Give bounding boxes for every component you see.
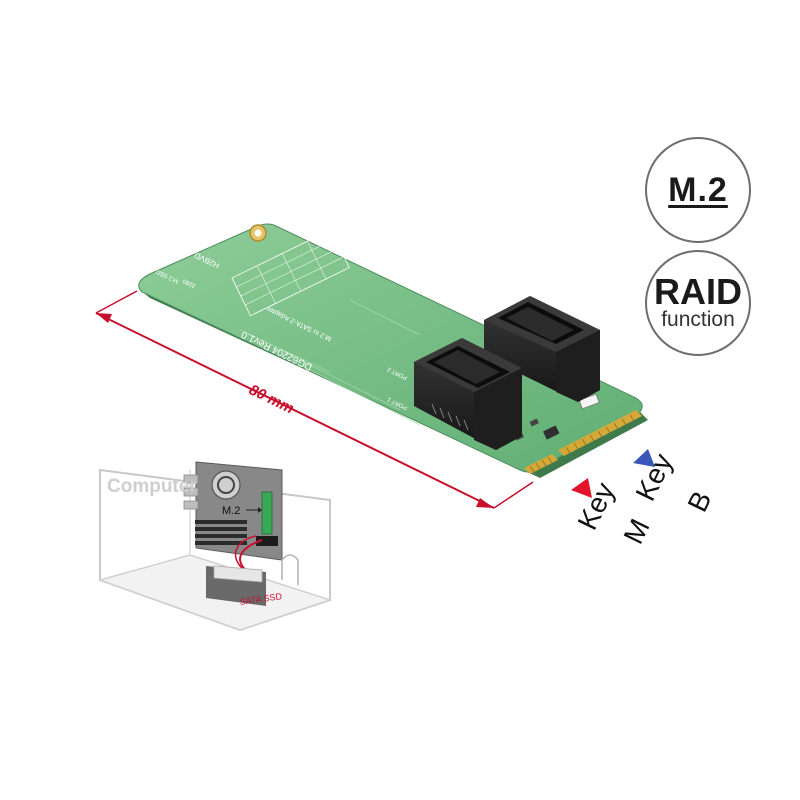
key-m-letter: M — [618, 514, 656, 549]
computer-inset — [97, 461, 333, 632]
raid-badge-label: RAID — [654, 271, 742, 312]
dimension-arrow — [95, 290, 534, 509]
m2-adapter-board: DG62204 Rev1.0 M.2 to SATA-2 Adapter H2B… — [138, 223, 648, 478]
key-b-word: Key — [630, 449, 679, 506]
pcb-size-label: 2280 — [182, 277, 197, 289]
key-b-letter: B — [682, 486, 718, 516]
raid-badge-sublabel: function — [661, 308, 735, 331]
inset-computer-label: Computer — [107, 476, 197, 497]
dimension-label: 80 mm — [246, 381, 296, 417]
key-m-arrow-icon — [571, 478, 592, 498]
inset-slot-label: M.2 — [222, 505, 240, 517]
raid-mode-table — [231, 229, 350, 317]
key-b-arrow-icon — [633, 449, 655, 467]
raid-function-badge: RAID function — [645, 250, 751, 356]
gold-edge-connector — [524, 410, 642, 474]
sata-port-1 — [414, 338, 522, 450]
m2-badge: M.2 — [645, 137, 751, 243]
sata-port-2 — [484, 296, 600, 402]
m2-badge-label: M.2 — [668, 170, 728, 209]
